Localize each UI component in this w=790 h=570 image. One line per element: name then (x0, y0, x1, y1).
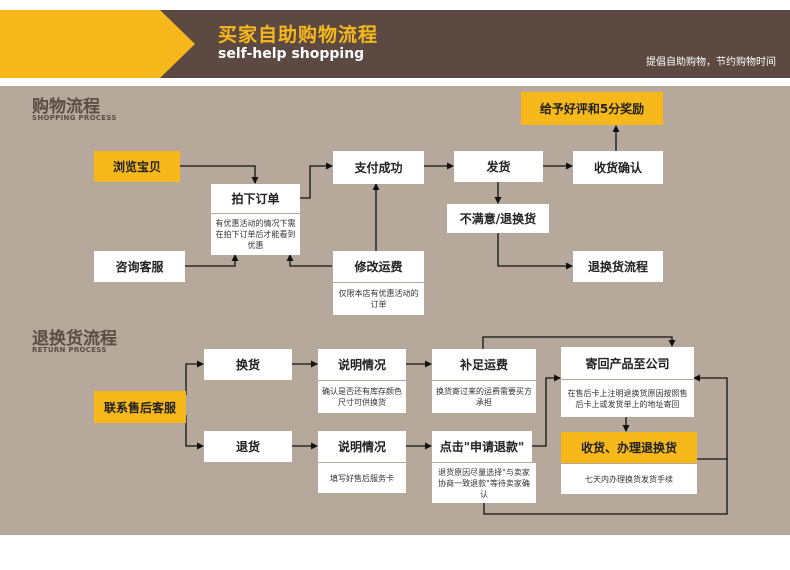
return-section-title: 退换货流程 (32, 329, 117, 349)
send-back-box: 寄回产品至公司 (561, 347, 694, 379)
receive-process-box: 收货、办理退换货 (561, 432, 697, 463)
place-order-box: 拍下订单 (211, 184, 300, 213)
send-back-note: 在售后卡上注明退换货原因按照售后卡上或发货单上的地址寄回 (561, 380, 694, 417)
explain-exchange-note: 确认是否还有库存颜色尺寸可供换货 (318, 381, 406, 413)
banner-accent-arrow (0, 10, 195, 78)
tagline: 提倡自助购物，节约购物时间 (646, 57, 776, 68)
ship-box: 发货 (454, 151, 543, 182)
explain-refund-note: 填写好售后服务卡 (318, 463, 406, 493)
modify-shipping-box: 修改运费 (333, 251, 424, 282)
apply-refund-box: 点击"申请退款" (432, 431, 532, 462)
supplement-freight-note: 换货寄过来的运费需要买方承担 (432, 381, 536, 413)
supplement-freight-box: 补足运费 (432, 349, 536, 380)
unsatisfied-return-box: 不满意/退换货 (447, 204, 549, 233)
explain-exchange-box: 说明情况 (318, 349, 406, 380)
consult-service-box: 咨询客服 (94, 251, 185, 282)
shopping-section-title: 购物流程 (32, 97, 100, 117)
contact-aftersales-box: 联系售后客服 (94, 391, 186, 423)
browse-box: 浏览宝贝 (94, 151, 180, 182)
explain-refund-box: 说明情况 (318, 431, 406, 462)
page-subtitle: self-help shopping (218, 46, 365, 62)
apply-refund-note: 退货原因尽量选择"与卖家协商一致退款"等待卖家确认 (432, 463, 536, 503)
place-order-note: 有优惠活动的情况下需在拍下订单后才能看到优惠 (211, 214, 300, 255)
exchange-box: 换货 (204, 349, 292, 380)
receive-process-note: 七天内办理换货发货手续 (561, 464, 697, 494)
reward-box: 给予好评和5分奖励 (521, 92, 663, 125)
return-flow-box: 退换货流程 (573, 251, 663, 282)
refund-box: 退货 (204, 431, 292, 462)
confirm-receipt-box: 收货确认 (573, 151, 663, 184)
payment-success-box: 支付成功 (333, 151, 424, 184)
return-section-subtitle: RETURN PROCESS (32, 346, 107, 354)
page-title: 买家自助购物流程 (218, 24, 379, 46)
shopping-section-subtitle: SHOPPING PROCESS (32, 114, 117, 122)
modify-shipping-note: 仅限本店有优惠活动的订单 (333, 283, 424, 315)
